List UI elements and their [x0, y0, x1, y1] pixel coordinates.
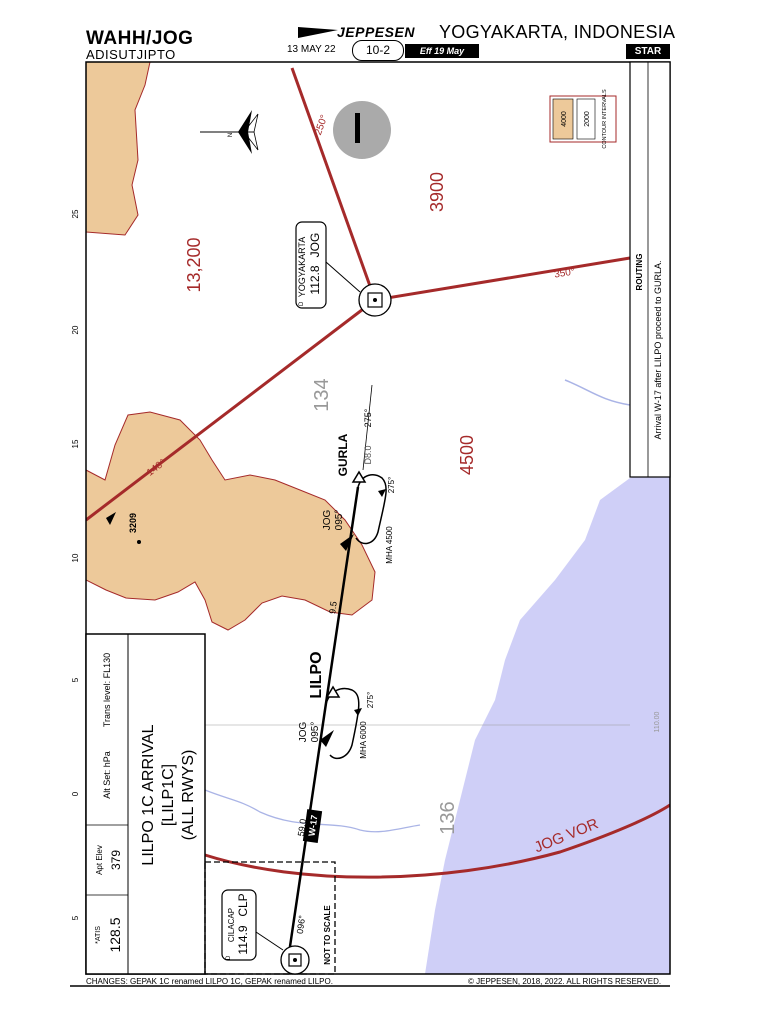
- svg-text:D8.0: D8.0: [363, 445, 373, 464]
- svg-text:D: D: [226, 955, 232, 960]
- svg-text:59.0: 59.0: [296, 818, 308, 837]
- airport-identifier: WAHH/JOG: [86, 28, 194, 49]
- svg-text:0: 0: [71, 791, 80, 796]
- cilacap-vor-icon: [280, 945, 310, 975]
- chart-type-badge: STAR: [626, 44, 670, 59]
- jog-vor-circle: [204, 803, 670, 879]
- sea-area: [425, 470, 670, 974]
- svg-text:15: 15: [71, 439, 80, 448]
- svg-text:4500: 4500: [457, 435, 477, 475]
- svg-text:250°: 250°: [313, 114, 330, 137]
- svg-text:110.00: 110.00: [654, 711, 661, 732]
- yogyakarta-vor-icon: [358, 283, 392, 317]
- svg-text:25: 25: [71, 209, 80, 218]
- svg-text:128.5: 128.5: [107, 917, 123, 952]
- gurla-fix-icon: [351, 470, 367, 483]
- north-arrow-icon: N: [200, 110, 259, 154]
- svg-text:095°: 095°: [310, 722, 321, 743]
- svg-text:CLP: CLP: [236, 893, 250, 916]
- svg-text:112.8: 112.8: [308, 265, 322, 294]
- svg-text:NOT TO SCALE: NOT TO SCALE: [323, 905, 332, 965]
- svg-text:JOG: JOG: [308, 233, 322, 258]
- lilpo-fix-icon: [325, 685, 341, 698]
- svg-text:275°: 275°: [366, 692, 375, 709]
- info-box: *ATIS 128.5 Apt Elev 379 Alt Set: hPa Tr…: [85, 633, 206, 975]
- chart-date: 13 MAY 22: [287, 44, 336, 55]
- svg-text:MHA 6000: MHA 6000: [359, 721, 368, 759]
- msa-radial-250: [290, 67, 377, 301]
- svg-text:LILPO 1C ARRIVAL: LILPO 1C ARRIVAL: [140, 724, 157, 865]
- msa-radial-140: [86, 298, 376, 522]
- svg-text:JOG: JOG: [298, 722, 309, 743]
- svg-text:(ALL RWYS): (ALL RWYS): [180, 750, 197, 841]
- svg-text:275°: 275°: [387, 477, 396, 494]
- svg-text:379: 379: [109, 850, 123, 870]
- gurla-holding-pattern: 275° MHA 4500: [355, 474, 396, 564]
- yogyakarta-navaid-box: [295, 221, 327, 309]
- svg-text:4000: 4000: [561, 111, 568, 127]
- svg-text:275°: 275°: [363, 408, 373, 427]
- svg-text:20: 20: [71, 325, 80, 334]
- svg-text:W-17: W-17: [307, 814, 320, 837]
- lilpo-holding-pattern: 275° MHA 6000: [325, 687, 375, 760]
- svg-text:[LILP1C]: [LILP1C]: [160, 764, 177, 826]
- svg-text:LILPO: LILPO: [308, 651, 325, 698]
- svg-text:MHA 4500: MHA 4500: [385, 526, 394, 564]
- svg-text:ROUTING: ROUTING: [635, 254, 644, 291]
- svg-text:136: 136: [437, 801, 459, 834]
- not-to-scale-box: [204, 861, 336, 975]
- svg-text:2000: 2000: [584, 111, 591, 127]
- changes-note: CHANGES: GEPAK 1C renamed LILPO 1C, GEPA…: [86, 977, 333, 986]
- airport-symbol-icon: [333, 101, 391, 159]
- cilacap-navaid-box: [221, 889, 257, 961]
- svg-text:CILACAP: CILACAP: [227, 908, 236, 942]
- svg-text:13,200: 13,200: [184, 237, 204, 292]
- spot-elevation-icon: [106, 512, 141, 544]
- arrival-route-line: [286, 486, 360, 961]
- svg-text:D: D: [299, 301, 305, 306]
- brand-name: JEPPESEN: [337, 24, 415, 40]
- svg-text:N: N: [228, 133, 234, 137]
- svg-text:Alt Set: hPa: Alt Set: hPa: [102, 751, 112, 799]
- svg-text:JOG: JOG: [322, 510, 333, 531]
- svg-text:YOGYAKARTA: YOGYAKARTA: [297, 237, 307, 298]
- svg-text:*ATIS: *ATIS: [95, 926, 102, 944]
- svg-text:10: 10: [71, 553, 80, 562]
- svg-text:Apt Elev: Apt Elev: [95, 845, 104, 875]
- svg-text:GURLA: GURLA: [336, 433, 350, 476]
- svg-text:5: 5: [71, 677, 80, 682]
- svg-text:Arrival W-17 after LILPO proce: Arrival W-17 after LILPO proceed to GURL…: [653, 261, 663, 440]
- terrain-north: [86, 62, 151, 236]
- svg-text:096°: 096°: [295, 914, 308, 934]
- msa-radial-350: [374, 256, 631, 302]
- copyright-note: © JEPPESEN, 2018, 2022. ALL RIGHTS RESER…: [468, 977, 662, 986]
- svg-text:3900: 3900: [427, 172, 447, 212]
- routing-box: ROUTING Arrival W-17 after LILPO proceed…: [629, 61, 671, 478]
- map-frame: [85, 61, 671, 975]
- svg-text:095°: 095°: [334, 510, 345, 531]
- svg-text:3209: 3209: [128, 513, 138, 533]
- svg-text:CONTOUR INTERVALS: CONTOUR INTERVALS: [602, 89, 608, 149]
- svg-text:114.9: 114.9: [236, 925, 250, 954]
- effective-date: Eff 19 May: [405, 44, 479, 58]
- svg-text:9.5: 9.5: [327, 601, 339, 615]
- airport-name: ADISUTJIPTO: [86, 47, 176, 62]
- contour-legend: 4000 2000 CONTOUR INTERVALS: [549, 89, 617, 149]
- svg-text:134: 134: [311, 378, 333, 411]
- svg-text:5: 5: [71, 915, 80, 920]
- location-title: YOGYAKARTA, INDONESIA: [439, 22, 676, 42]
- chart-number: 10-2: [352, 40, 404, 61]
- svg-text:350°: 350°: [554, 266, 576, 280]
- svg-text:Trans level: FL130: Trans level: FL130: [102, 653, 112, 727]
